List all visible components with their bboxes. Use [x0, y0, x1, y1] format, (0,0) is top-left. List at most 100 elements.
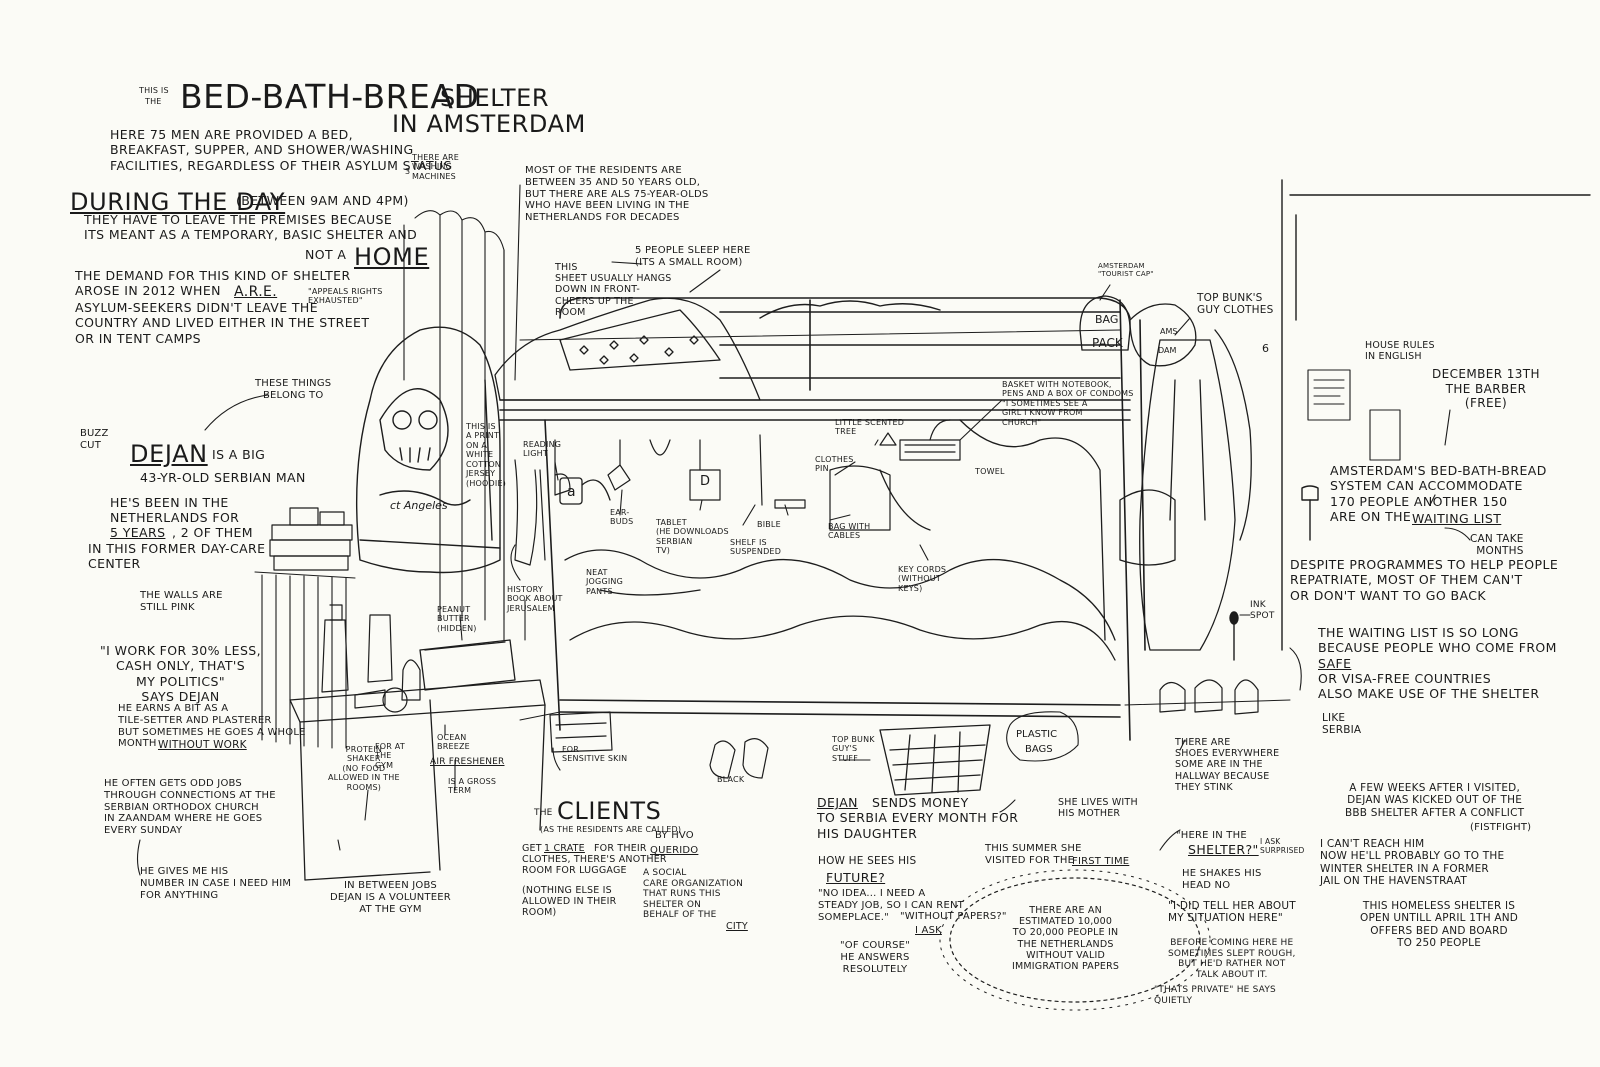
side-table	[289, 639, 546, 881]
repatriate-text: DESPITE PROGRAMMES TO HELP PEOPLE REPATR…	[1290, 557, 1559, 603]
hvo-city: CITY	[726, 921, 748, 932]
can-take-months-note: CAN TAKE MONTHS	[1470, 533, 1524, 558]
future-i-ask: I ASK	[915, 925, 942, 936]
shelter-q-surprised: I ASK SURPRISED	[1260, 837, 1305, 855]
washing-machines-note: THERE ARE WASHING MACHINES	[412, 153, 459, 181]
print-note: THIS IS A PRINT ON A WHITE COTTON JERSEY…	[466, 422, 507, 488]
things-belong-note: THESE THINGS BELONG TO	[255, 378, 332, 401]
future-answer: "NO IDEA... I NEED A STEADY JOB, SO I CA…	[818, 888, 964, 923]
clients-heading: CLIENTS	[557, 797, 662, 825]
fistfight-note: (FISTFIGHT)	[1470, 822, 1532, 833]
homeless-shelter-note: THIS HOMELESS SHELTER IS OPEN UNTILL APR…	[1360, 900, 1519, 950]
reading-light-note: READING LIGHT	[523, 440, 562, 459]
machines-count: 3	[405, 167, 411, 176]
shelter-q-before: BEFORE COMING HERE HE SOMETIMES SLEPT RO…	[1168, 938, 1296, 980]
basket-note: BASKET WITH NOTEBOOK, PENS AND A BOX OF …	[1002, 380, 1134, 427]
top-bunk-bedding	[494, 297, 761, 401]
bottles	[321, 604, 421, 713]
reading-light	[559, 477, 611, 505]
are-acronym: A.R.E.	[234, 284, 278, 300]
future-papers: "WITHOUT PAPERS?"	[900, 911, 1007, 922]
dejan-age: 43-YR-OLD SERBIAN MAN	[140, 470, 306, 485]
title-city: IN AMSTERDAM	[392, 110, 586, 138]
intro-text: HERE 75 MEN ARE PROVIDED A BED, BREAKFAS…	[110, 127, 452, 173]
shelter-q-told: "I DID TELL HER ABOUT MY SITUATION HERE"	[1168, 900, 1296, 925]
hanging-items	[554, 419, 961, 531]
drawn-plastic-label: PLASTIC	[1016, 729, 1058, 740]
kicked-out-note: A FEW WEEKS AFTER I VISITED, DEJAN WAS K…	[1345, 782, 1525, 819]
title-this-is: THIS IS	[139, 86, 169, 95]
clients-text: FOR THEIR CLOTHES, THERE'S ANOTHER ROOM …	[522, 843, 667, 877]
leader-lines	[136, 184, 1471, 876]
distant-hills	[759, 300, 941, 319]
shelter-q-word: SHELTER?"	[1188, 842, 1259, 857]
future-word: FUTURE?	[826, 870, 886, 885]
black-note: BLACK	[717, 775, 745, 784]
future-of-course: "OF COURSE" HE ANSWERS RESOLUTELY	[840, 940, 910, 975]
drawn-cap-dam: DAM	[1158, 346, 1177, 355]
shelter-q-here: "HERE IN THE	[1176, 830, 1247, 841]
scented-tree-note: LITTLE SCENTED TREE	[835, 418, 905, 437]
capacity-text: AMSTERDAM'S BED-BATH-BREAD SYSTEM CAN AC…	[1330, 463, 1547, 524]
safe-word: SAFE	[1318, 656, 1352, 671]
back-wall-line	[519, 329, 1121, 341]
day-text: THEY HAVE TO LEAVE THE PREMISES BECAUSE …	[84, 212, 418, 243]
sheet-note: THIS SHEET USUALLY HANGS DOWN IN FRONT- …	[555, 262, 672, 318]
cant-reach-note: I CAN'T REACH HIM NOW HE'LL PROBABLY GO …	[1320, 838, 1505, 888]
tablet-note: TABLET (HE DOWNLOADS SERBIAN TV)	[656, 518, 729, 556]
lower-bunk-blanket	[564, 419, 1116, 661]
mother-note: SHE LIVES WITH HIS MOTHER	[1058, 797, 1138, 820]
hvo-text: A SOCIAL CARE ORGANIZATION THAT RUNS THI…	[643, 868, 744, 921]
ink-spot-drawing	[1229, 611, 1239, 661]
future-question: HOW HE SEES HIS	[818, 855, 917, 867]
hvo-by: BY HVO	[655, 830, 694, 841]
shelf-note: SHELF IS SUSPENDED	[730, 538, 782, 557]
house-rules-sheet	[1307, 369, 1401, 461]
walls-note: THE WALLS ARE STILL PINK	[140, 590, 223, 613]
dejan-years: 5 YEARS	[110, 525, 166, 540]
demand-text: THE DEMAND FOR THIS KIND OF SHELTER AROS…	[75, 268, 351, 299]
ocean-breeze-note: OCEAN BREEZE	[437, 733, 470, 752]
work-earns: HE EARNS A BIT AS A TILE-SETTER AND PLAS…	[118, 703, 306, 750]
odd-jobs-note: HE OFTEN GETS ODD JOBS THROUGH CONNECTIO…	[104, 778, 276, 837]
clients-get: GET	[522, 843, 542, 854]
clients-crate: 1 CRATE	[544, 843, 585, 854]
shelter-q-private: "THATS PRIVATE" HE SAYS QUIETLY	[1154, 985, 1276, 1006]
drawn-pack-label: PACK	[1092, 336, 1123, 350]
drawn-cap-ams: AMS	[1160, 327, 1178, 336]
sensitive-skin-note: FOR SENSITIVE SKIN	[562, 745, 628, 764]
plastic-bags	[1006, 711, 1079, 762]
dejan-years-rest: , 2 OF THEM	[172, 525, 253, 540]
buzz-cut-note: BUZZ CUT	[80, 428, 109, 451]
work-quote: "I WORK FOR 30% LESS, CASH ONLY, THAT'S …	[100, 643, 262, 704]
clients-nothing: (NOTHING ELSE IS ALLOWED IN THEIR ROOM)	[522, 885, 617, 919]
hoodie-drawing	[355, 326, 501, 574]
day-hours: (BETWEEN 9AM AND 4PM)	[236, 193, 409, 208]
floor-line	[519, 699, 1291, 721]
clients-the: THE	[534, 808, 553, 818]
summer-first-time: FIRST TIME	[1072, 856, 1130, 867]
tourist-cap-note: AMSTERDAM "TOURIST CAP"	[1098, 262, 1154, 279]
dejan-text: HE'S BEEN IN THE NETHERLANDS FOR	[110, 495, 240, 526]
shelter-q-shakes: HE SHAKES HIS HEAD NO	[1182, 868, 1262, 891]
drawn-bags-label: BAGS	[1025, 744, 1053, 755]
waiting-long-text-2: OR VISA-FREE COUNTRIES ALSO MAKE USE OF …	[1318, 671, 1540, 702]
top-bunk-stuff-note: TOP BUNK GUY'S STUFF	[832, 735, 875, 763]
appeals-note: "APPEALS RIGHTS EXHAUSTED"	[308, 287, 383, 306]
summer-text: THIS SUMMER SHE VISITED FOR THE	[985, 843, 1082, 866]
shoes-note: THERE ARE SHOES EVERYWHERE SOME ARE IN T…	[1175, 737, 1280, 793]
title-the: THE	[145, 97, 162, 106]
residents-note: MOST OF THE RESIDENTS ARE BETWEEN 35 AND…	[525, 165, 709, 224]
air-freshener-note: AIR FRESHENER	[430, 757, 505, 767]
coat-drawing	[1119, 329, 1252, 651]
title-shelter: SHELTER	[440, 84, 550, 112]
demand-text-2: ASYLUM-SEEKERS DIDN'T LEAVE THE COUNTRY …	[75, 300, 370, 346]
protein-shaker-note: PROTEIN SHAKER (NO FOOD ALLOWED IN THE R…	[328, 745, 400, 792]
ink-spot-note: INK SPOT	[1250, 600, 1275, 621]
waiting-list-word: WAITING LIST	[1412, 511, 1502, 526]
estimate-note: THERE ARE AN ESTIMATED 10,000 TO 20,000 …	[1012, 905, 1120, 973]
floor-crate	[549, 711, 613, 753]
history-book-note: HISTORY BOOK ABOUT JERUSALEM	[507, 585, 563, 613]
